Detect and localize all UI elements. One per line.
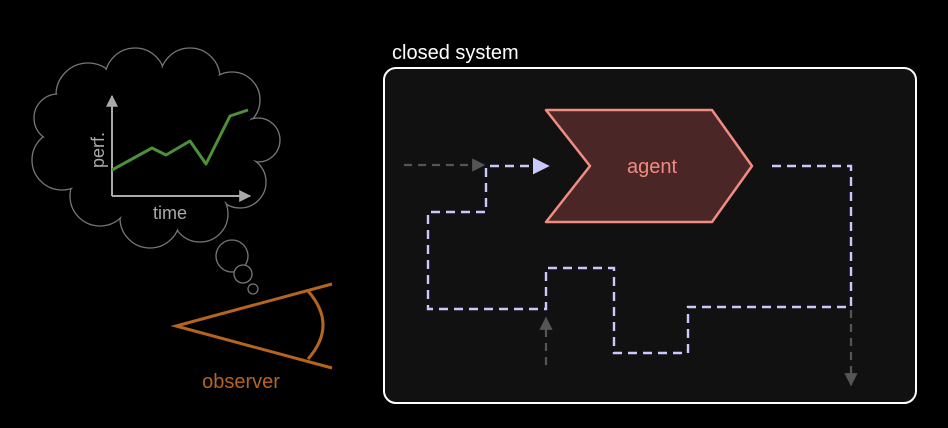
feedback-loop-path [426, 157, 853, 355]
agent-label: agent [627, 156, 677, 178]
agent-shape [544, 108, 754, 224]
thought-cloud-interior [33, 49, 279, 247]
performance-line [111, 108, 249, 172]
observer-label: observer [202, 371, 280, 393]
thought-bubble: perf. time [31, 47, 281, 295]
thought-trail [215, 239, 259, 295]
system-box [383, 67, 917, 404]
y-axis-label: perf. [88, 132, 108, 168]
observer-eye [170, 282, 333, 370]
system-label: closed system [392, 42, 519, 64]
x-axis-label: time [153, 203, 187, 223]
